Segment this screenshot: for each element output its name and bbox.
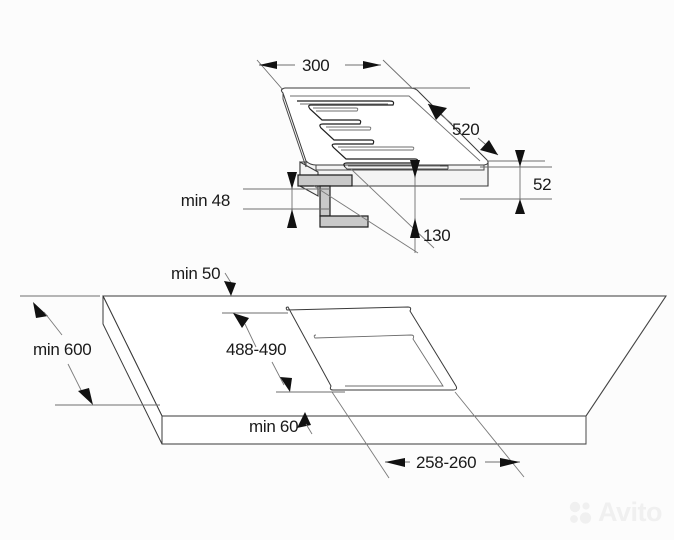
avito-logo-icon	[569, 501, 592, 524]
dim-130-arrow-top	[410, 160, 420, 178]
dim-130-leader-a	[350, 168, 435, 249]
dimension-488-490: 488-490	[222, 312, 345, 393]
dim-300-arrow-left	[259, 61, 277, 69]
dim-520-arrow-top	[428, 104, 447, 120]
dim-min48-label: min 48	[181, 191, 230, 210]
dim-488-arrow-bottom	[280, 377, 292, 392]
dim-min600-leader-top	[43, 311, 63, 336]
dimension-min-600: min 600	[20, 295, 160, 406]
element-coil-inner-2	[313, 107, 359, 112]
dim-488-leader-top	[244, 323, 257, 348]
dim-130-leader-b	[313, 185, 419, 254]
dim-min600-arrow-top	[33, 302, 48, 318]
dim-520-label: 520	[452, 120, 479, 139]
dimension-258-260: 258-260	[331, 391, 525, 479]
dimension-130: 130	[313, 160, 451, 254]
dim-52-arrow-bottom	[515, 199, 525, 214]
hob-top-plate	[280, 87, 489, 166]
worktop-cutout-outer	[285, 306, 458, 391]
hob-plate-edge	[282, 93, 485, 171]
dim-300-label: 300	[302, 56, 329, 75]
dim-488-label: 488-490	[226, 340, 286, 359]
bracket-lower-flange	[319, 215, 369, 228]
dim-52-arrow-top	[515, 150, 525, 167]
dim-min60-label: min 60	[249, 417, 298, 436]
dim-300-ext-right	[382, 59, 413, 89]
worktop-left-edge	[102, 295, 163, 445]
dim-min50-label: min 50	[171, 264, 220, 283]
worktop-right-edge	[585, 295, 667, 444]
dim-488-arrow-top	[233, 313, 249, 328]
dim-258-leader-left	[331, 391, 390, 479]
dim-min60-arrow	[297, 412, 311, 428]
dim-52-label: 52	[533, 175, 551, 194]
dim-520-arrow-bottom	[480, 140, 498, 155]
dimension-min-50: min 50	[171, 264, 236, 296]
mounting-bracket	[297, 174, 369, 228]
dim-min48-arrow-bottom	[287, 209, 297, 228]
dimension-520: 520	[413, 87, 545, 162]
dim-258-arrow-left	[385, 458, 405, 467]
dim-min600-arrow-bottom	[78, 388, 93, 405]
dim-min60-leader	[305, 423, 313, 435]
bracket-upper-flange	[297, 174, 353, 187]
dim-258-arrow-right	[500, 458, 520, 467]
worktop-assembly: min 600 min 50 488-490	[20, 264, 667, 479]
dimension-min-48: min 48	[181, 172, 330, 228]
dimension-min-60: min 60	[249, 412, 313, 436]
hob-assembly: 300 520 52	[181, 56, 552, 254]
dimension-52: 52	[460, 150, 552, 214]
dim-130-arrow-bottom	[410, 218, 420, 238]
worktop-cutout-inner	[313, 334, 444, 387]
dim-min600-label: min 600	[33, 340, 91, 359]
avito-watermark-text: Avito	[598, 497, 663, 527]
avito-watermark: Avito	[567, 497, 663, 527]
element-coil-inner-4	[338, 146, 415, 151]
dim-258-label: 258-260	[416, 453, 476, 472]
element-coil-inner-3	[326, 126, 372, 131]
dim-130-label: 130	[423, 226, 450, 245]
dimension-300: 300	[256, 56, 413, 91]
dim-min50-arrow	[224, 281, 236, 296]
dim-min600-leader-bottom	[67, 363, 83, 393]
worktop-front-edge	[161, 415, 587, 445]
dim-300-arrow-right	[363, 61, 381, 69]
hob-plate-rim	[290, 95, 481, 162]
dim-min48-arrow-top	[287, 172, 297, 189]
dim-488-leader-bottom	[271, 361, 285, 386]
